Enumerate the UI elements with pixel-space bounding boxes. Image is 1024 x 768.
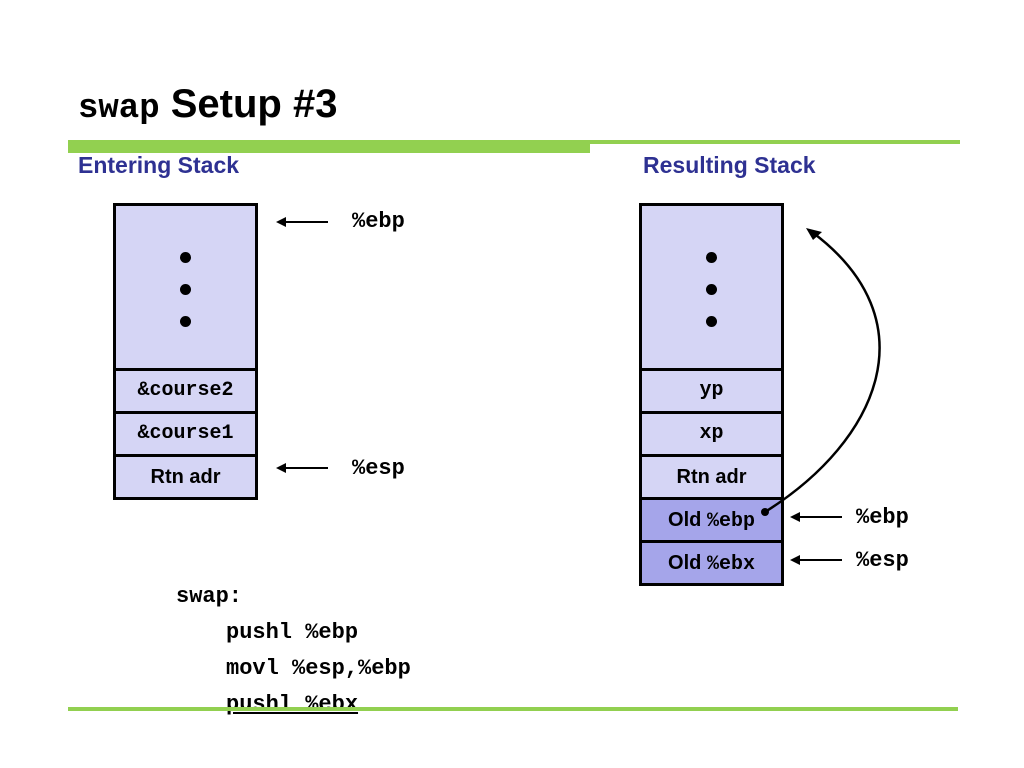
ebp-arrow-icon bbox=[276, 217, 328, 227]
slide-title: swap Setup #3 bbox=[78, 80, 337, 133]
esp-arrow-icon bbox=[790, 555, 842, 565]
ebp-pointer-label: %ebp bbox=[352, 209, 405, 234]
stack-cell-yp: yp bbox=[642, 368, 781, 411]
ellipsis-dot bbox=[180, 252, 191, 263]
ebp-arrow-icon bbox=[790, 512, 842, 522]
resulting-stack-heading: Resulting Stack bbox=[643, 152, 816, 178]
bottom-divider bbox=[68, 707, 958, 711]
cell-register: %ebx bbox=[706, 553, 755, 576]
assembly-code: swap: pushl %ebp movl %esp,%ebp pushl %e… bbox=[176, 583, 411, 727]
stack-continuation bbox=[116, 206, 255, 368]
ebp-pointer-label: %ebp bbox=[856, 505, 909, 530]
ellipsis-dot bbox=[180, 316, 191, 327]
top-divider-thin bbox=[590, 140, 960, 144]
stack-cell-xp: xp bbox=[642, 411, 781, 454]
resulting-stack: yp xp Rtn adr Old %ebp Old %ebx bbox=[639, 203, 784, 586]
ellipsis-dot bbox=[706, 252, 717, 263]
esp-arrow-icon bbox=[276, 463, 328, 473]
code-label: swap: bbox=[176, 584, 243, 609]
cell-prefix: Old bbox=[668, 552, 707, 574]
esp-pointer-label: %esp bbox=[352, 456, 405, 481]
stack-cell-return-address: Rtn adr bbox=[116, 454, 255, 497]
stack-cell-course2: &course2 bbox=[116, 368, 255, 411]
title-code: swap bbox=[78, 90, 160, 128]
stack-cell-old-ebx: Old %ebx bbox=[642, 540, 781, 583]
stack-cell-return-address: Rtn adr bbox=[642, 454, 781, 497]
top-divider bbox=[68, 140, 590, 153]
cell-prefix: Old bbox=[668, 509, 707, 531]
code-line-text: pushl %ebx bbox=[226, 692, 359, 717]
ellipsis-dot bbox=[180, 284, 191, 295]
cell-register: %ebp bbox=[706, 510, 755, 533]
stack-cell-old-ebp: Old %ebp bbox=[642, 497, 781, 540]
stack-continuation bbox=[642, 206, 781, 368]
entering-stack: &course2 &course1 Rtn adr bbox=[113, 203, 258, 500]
ellipsis-dot bbox=[706, 316, 717, 327]
entering-stack-heading: Entering Stack bbox=[78, 152, 240, 178]
code-line: movl %esp,%ebp bbox=[226, 656, 411, 681]
code-line: pushl %ebp bbox=[226, 620, 359, 645]
stack-cell-course1: &course1 bbox=[116, 411, 255, 454]
title-text: Setup #3 bbox=[159, 82, 338, 126]
esp-pointer-label: %esp bbox=[856, 548, 909, 573]
code-line-current: pushl %ebx bbox=[176, 691, 411, 727]
ellipsis-dot bbox=[706, 284, 717, 295]
